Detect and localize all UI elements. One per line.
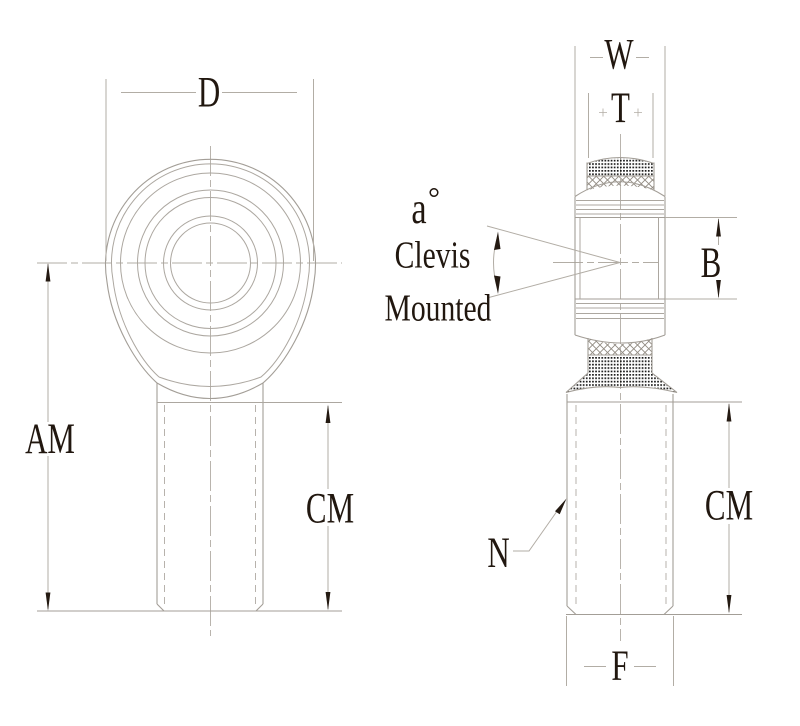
dim-label-CM-left: CM xyxy=(306,486,354,533)
dim-label-W: W xyxy=(604,32,634,79)
dim-label-T: T xyxy=(611,85,630,132)
side-thread-dashed-lines xyxy=(575,405,667,604)
dimension-CM-right: CM xyxy=(705,403,753,614)
dimension-W: W xyxy=(574,32,666,196)
dimension-CM-left: CM xyxy=(306,404,354,611)
dim-label-B: B xyxy=(701,240,722,287)
b-bottom-arrowhead xyxy=(716,280,721,299)
clevis-label: Clevis xyxy=(395,235,471,276)
dim-label-D: D xyxy=(198,70,220,117)
ball-bottom-crosshatch-region xyxy=(588,338,652,355)
dimension-B: B xyxy=(665,217,737,300)
thread-callout-N: N xyxy=(487,498,567,577)
cm-right-bottom-arrowhead xyxy=(726,595,732,614)
side-view: W T B CM F xyxy=(385,32,754,691)
angle-arc-bottom-arrowhead xyxy=(494,275,501,294)
front-head-outer-outline xyxy=(104,158,317,399)
am-bottom-arrowhead xyxy=(45,592,51,611)
front-view: D AM CM xyxy=(25,70,354,636)
front-thread-dashed-lines xyxy=(164,405,256,604)
ball-bottom-stipple-region xyxy=(566,355,677,393)
front-head-inner-outline xyxy=(111,163,310,387)
cm-right-top-arrowhead xyxy=(726,403,732,422)
dimension-F: F xyxy=(566,616,674,690)
side-shank xyxy=(566,394,742,616)
front-concentric-circles xyxy=(120,172,301,354)
mounted-label: Mounted xyxy=(385,288,492,329)
cm-left-top-arrowhead xyxy=(325,404,331,423)
front-shank xyxy=(37,383,342,612)
dim-label-N: N xyxy=(487,530,509,577)
angle-annotation: a ° Clevis Mounted xyxy=(385,182,621,329)
n-leader-arrowhead xyxy=(555,498,567,515)
housing-outline xyxy=(574,181,666,344)
ball-top-crosshatch-region xyxy=(587,176,654,191)
dimension-AM: AM xyxy=(25,263,75,611)
ball-top-stipple-region xyxy=(587,157,654,176)
cm-left-bottom-arrowhead xyxy=(325,592,331,611)
angle-label: a xyxy=(411,184,426,233)
dim-label-CM-right: CM xyxy=(705,483,753,530)
dimension-T: T xyxy=(588,85,654,158)
b-top-arrowhead xyxy=(716,218,721,237)
am-top-arrowhead xyxy=(45,263,51,282)
dim-label-AM: AM xyxy=(25,416,75,463)
degree-symbol: ° xyxy=(428,182,440,215)
dim-label-F: F xyxy=(611,643,628,690)
dimension-D: D xyxy=(105,70,314,261)
angle-arc-top-arrowhead xyxy=(494,231,501,250)
